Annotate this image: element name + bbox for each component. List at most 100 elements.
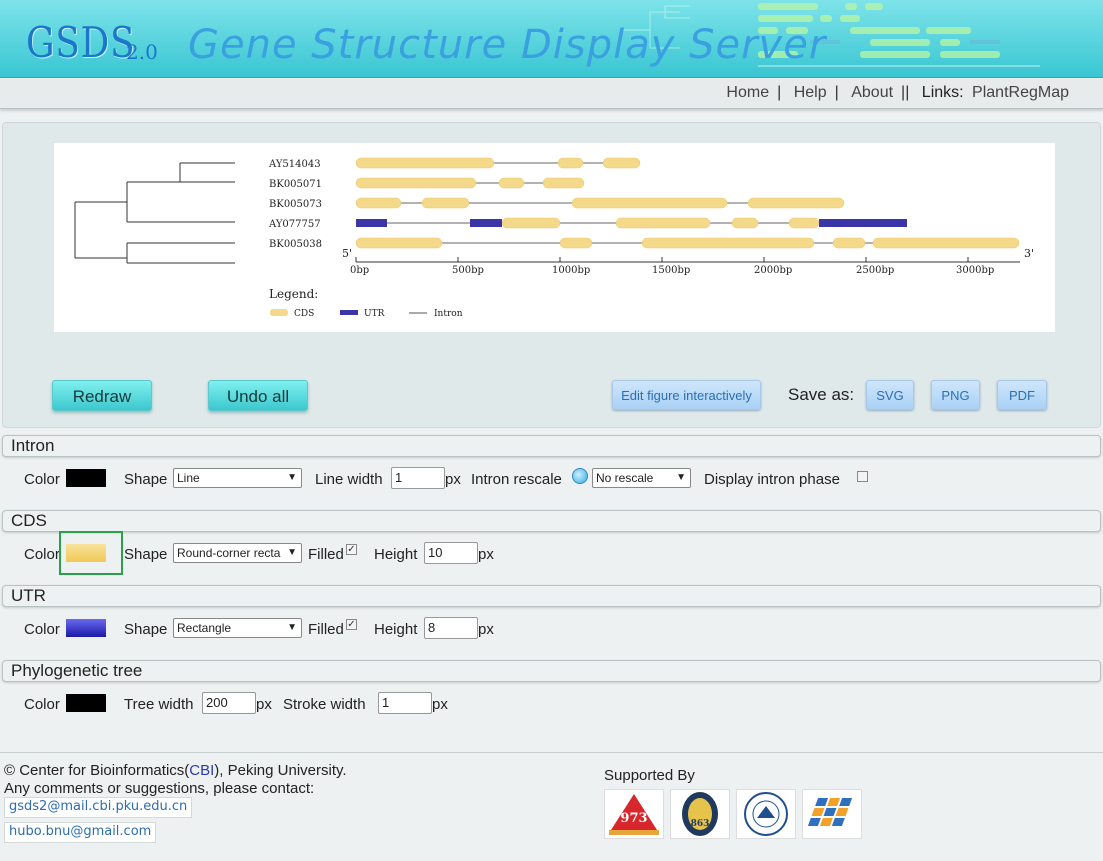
axis-tick-label: 2500bp <box>856 265 894 276</box>
scale-axis <box>355 257 1020 263</box>
axis-tick-label: 1000bp <box>552 265 590 276</box>
sponsor-863-logo[interactable]: 863 <box>670 789 730 839</box>
cds-filled-label: Filled <box>308 546 344 563</box>
save-png-button[interactable]: PNG <box>931 380 980 410</box>
unit-label: px <box>445 471 461 488</box>
utr-filled-checkbox[interactable]: ✓ <box>346 619 357 630</box>
utr-height-label: Height <box>374 621 418 638</box>
gene-label: AY077757 <box>268 219 321 230</box>
nav-home-link[interactable]: Home <box>726 84 770 101</box>
tree-section-title: Phylogenetic tree <box>11 661 143 680</box>
unit-label: px <box>478 546 494 563</box>
gene-label: BK005071 <box>269 179 322 190</box>
utr-shape-select[interactable]: Rectangle▼ <box>173 618 302 638</box>
axis-tick-label: 2000bp <box>754 265 792 276</box>
stroke-width-label: Stroke width <box>283 696 366 713</box>
help-icon[interactable] <box>572 468 588 484</box>
utr-blocks <box>356 219 907 227</box>
sponsor-973-logo[interactable]: 973 <box>604 789 664 839</box>
nav-plantregmap-link[interactable]: PlantRegMap <box>972 84 1069 101</box>
nav-links-label: Links: <box>921 84 964 101</box>
intron-rescale-select[interactable]: No rescale▼ <box>592 468 691 488</box>
save-as-label: Save as: <box>788 385 855 404</box>
cds-shape-label: Shape <box>124 546 168 563</box>
nav-help-link[interactable]: Help <box>793 84 827 101</box>
cds-filled-checkbox[interactable]: ✓ <box>346 544 357 555</box>
intron-section-header: Intron <box>2 435 1101 457</box>
intron-phase-checkbox[interactable] <box>857 471 868 482</box>
undo-all-button[interactable]: Undo all <box>208 380 308 411</box>
tree-width-label: Tree width <box>124 696 194 713</box>
cds-blocks <box>355 157 1020 249</box>
nav-bar: Home| Help| About|| Links: PlantRegMap <box>0 79 1103 109</box>
header-decoration <box>620 3 1040 67</box>
legend-utr-swatch <box>340 310 358 315</box>
intron-shape-label: Shape <box>124 471 168 488</box>
svg-text:973: 973 <box>620 811 647 826</box>
tree-color-label: Color <box>24 696 60 713</box>
nav-links: Home| Help| About|| Links: PlantRegMap <box>726 84 1069 101</box>
intron-color-swatch[interactable] <box>66 469 106 487</box>
intron-phase-label: Display intron phase <box>704 471 840 488</box>
supported-by-label: Supported By <box>604 767 695 784</box>
save-pdf-button[interactable]: PDF <box>997 380 1047 410</box>
gene-label: BK005073 <box>269 199 322 210</box>
gene-structure-figure: AY514043 BK005071 BK005073 AY077757 BK00… <box>54 143 1055 332</box>
cds-section-title: CDS <box>11 511 47 530</box>
utr-color-swatch[interactable] <box>66 619 106 637</box>
sponsor-nsfc-logo[interactable] <box>802 789 862 839</box>
legend-cds-label: CDS <box>294 309 314 319</box>
intron-shape-select[interactable]: Line▼ <box>173 468 302 488</box>
three-prime-label: 3' <box>1024 247 1034 260</box>
axis-tick-label: 3000bp <box>956 265 994 276</box>
cds-settings-row: Color Shape Round-corner recta▼ Filled ✓… <box>0 531 1103 575</box>
cds-color-label: Color <box>24 546 60 563</box>
gene-label: BK005038 <box>269 239 322 250</box>
cds-height-input[interactable]: 10 <box>424 542 478 564</box>
axis-tick-label: 500bp <box>452 265 484 276</box>
utr-filled-label: Filled <box>308 621 344 638</box>
copyright-suffix: ), Peking University. <box>214 762 347 779</box>
email-link-1[interactable]: gsds2@mail.cbi.pku.edu.cn <box>4 797 193 818</box>
contact-text: Any comments or suggestions, please cont… <box>4 780 315 797</box>
gsds-logo[interactable]: GSDS <box>26 18 136 67</box>
intron-section-title: Intron <box>11 436 55 455</box>
utr-height-input[interactable]: 8 <box>424 617 478 639</box>
axis-tick-label: 0bp <box>350 265 369 276</box>
utr-shape-label: Shape <box>124 621 168 638</box>
utr-section-header: UTR <box>2 585 1101 607</box>
nav-about-link[interactable]: About <box>851 84 894 101</box>
tree-settings-row: Color Tree width 200 px Stroke width 1 p… <box>0 692 1103 717</box>
unit-label: px <box>432 696 448 713</box>
intron-rescale-label: Intron rescale <box>471 471 562 488</box>
redraw-button[interactable]: Redraw <box>52 380 152 411</box>
cds-color-swatch[interactable] <box>66 544 106 562</box>
tree-section-header: Phylogenetic tree <box>2 660 1101 682</box>
footer-divider <box>0 752 1103 753</box>
email-link-2[interactable]: hubo.bnu@gmail.com <box>4 822 157 843</box>
intron-color-label: Color <box>24 471 60 488</box>
sponsor-university-logo[interactable] <box>736 789 796 839</box>
save-svg-button[interactable]: SVG <box>866 380 914 410</box>
site-title: Gene Structure Display Server <box>188 22 827 68</box>
cds-shape-select[interactable]: Round-corner recta▼ <box>173 543 302 563</box>
stroke-width-input[interactable]: 1 <box>378 692 432 714</box>
legend-utr-label: UTR <box>364 309 385 319</box>
header-banner: GSDS 2.0 Gene Structure Display Server <box>0 0 1103 78</box>
gsds-logo-version: 2.0 <box>126 40 158 64</box>
legend-title: Legend: <box>269 287 318 301</box>
phylogenetic-tree <box>74 162 235 264</box>
svg-text:863: 863 <box>691 819 710 829</box>
copyright-text: © Center for Bioinformatics(CBI), Peking… <box>4 762 347 779</box>
tree-width-input[interactable]: 200 <box>202 692 256 714</box>
cbi-link[interactable]: CBI <box>189 762 215 779</box>
intron-line-width-input[interactable]: 1 <box>391 467 445 489</box>
highlight-box <box>59 531 123 575</box>
cds-height-label: Height <box>374 546 418 563</box>
axis-tick-label: 1500bp <box>652 265 690 276</box>
cds-section-header: CDS <box>2 510 1101 532</box>
edit-interactive-button[interactable]: Edit figure interactively <box>612 380 761 410</box>
tree-color-swatch[interactable] <box>66 694 106 712</box>
five-prime-label: 5' <box>342 247 352 260</box>
utr-settings-row: Color Shape Rectangle▼ Filled ✓ Height 8… <box>0 617 1103 642</box>
